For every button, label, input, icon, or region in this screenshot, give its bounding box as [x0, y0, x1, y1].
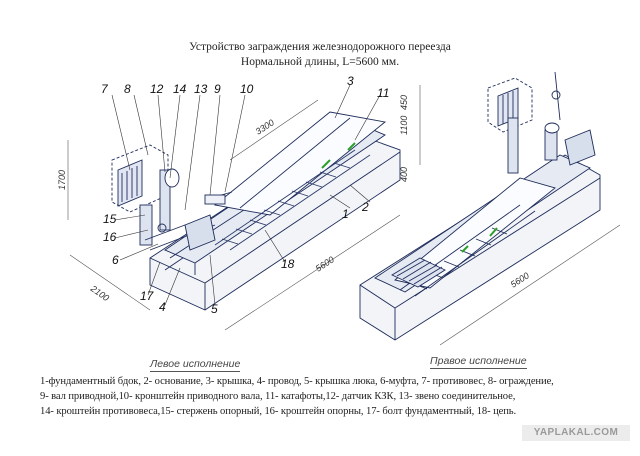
left-dimension-lines: [67, 85, 421, 331]
callout-18: 18: [281, 257, 295, 271]
dim-2100: 2100: [88, 283, 111, 303]
dim-400: 400: [399, 167, 409, 182]
dim-1100: 1100: [399, 116, 409, 135]
callout-8: 8: [124, 82, 131, 96]
right-dimension-lines: [439, 224, 621, 346]
left-chain: [214, 149, 371, 251]
callout-2: 2: [361, 200, 369, 214]
left-cover-plate: [213, 111, 387, 216]
caption-right-version: Правое исполнение: [430, 355, 527, 369]
callout-11: 11: [377, 86, 389, 100]
dim-3300: 3300: [254, 117, 276, 136]
legend-line-1: 1-фундаментный бдок, 2- основание, 3- кр…: [40, 376, 554, 387]
left-counterweight: [117, 159, 143, 207]
left-reflector: [321, 159, 331, 169]
callout-14: 14: [173, 82, 187, 96]
caption-left-version: Левое исполнение: [150, 358, 241, 372]
left-drive-shaft: [184, 214, 216, 251]
callout-10: 10: [240, 82, 254, 96]
right-counterweight: [497, 87, 519, 127]
dim-450: 450: [399, 95, 409, 110]
callout-4: 4: [159, 300, 166, 314]
callout-3: 3: [347, 74, 354, 88]
dim-5600-left: 5600: [314, 254, 336, 273]
dim-1700: 1700: [57, 170, 67, 190]
diagram-title: Устройство заграждения железнодорожного …: [189, 41, 451, 53]
callout-17: 17: [140, 289, 155, 303]
callout-leaders: [111, 84, 381, 306]
callout-1: 1: [342, 207, 349, 221]
diagram-subtitle: Нормальной длины, L=5600 мм.: [240, 56, 400, 68]
callout-13: 13: [194, 82, 208, 96]
callout-12: 12: [150, 82, 164, 96]
callout-7: 7: [101, 82, 109, 96]
legend-line-3: 14- кроштейн противовеса,15- стержень оп…: [40, 406, 517, 417]
right-manhole-hatch: [391, 257, 446, 288]
callout-6: 6: [112, 253, 119, 267]
callout-9: 9: [214, 82, 221, 96]
callout-15: 15: [103, 212, 117, 226]
legend-line-2: 9- вал приводной,10- кронштейн приводног…: [40, 391, 516, 402]
callout-numbers: 7 8 12 14 13 9 10 3 11 1 2 15 16 6 17 4 …: [101, 74, 389, 316]
watermark: YAPLAKAL.COM: [522, 425, 630, 441]
callout-16: 16: [103, 230, 117, 244]
callout-5: 5: [211, 302, 218, 316]
